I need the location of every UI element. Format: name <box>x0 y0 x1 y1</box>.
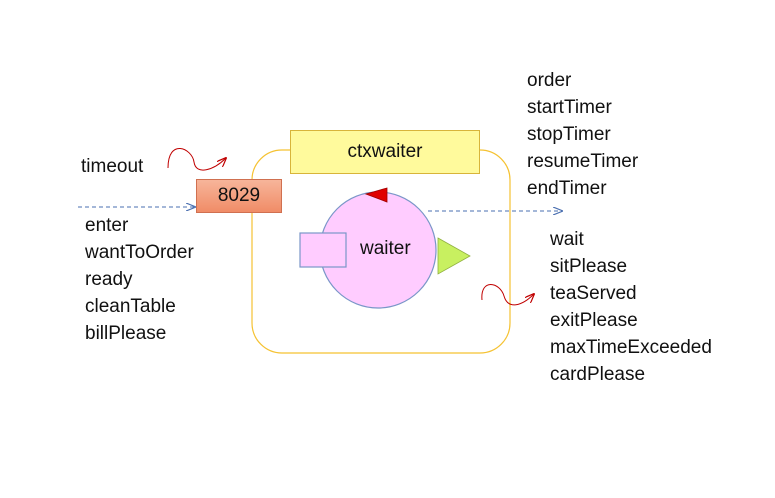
timeout-label: timeout <box>81 156 144 177</box>
actor-name: waiter <box>360 238 411 259</box>
output-messages-list: wait sitPlease teaServed exitPlease maxT… <box>550 226 712 388</box>
output-message: maxTimeExceeded <box>550 337 712 358</box>
output-wave-arrow <box>481 284 534 306</box>
input-message: wantToOrder <box>85 242 194 263</box>
input-message: cleanTable <box>85 296 176 317</box>
red-marker-icon <box>364 187 388 203</box>
port-label: 8029 <box>217 185 261 206</box>
emitted-message: stopTimer <box>527 124 611 145</box>
context-name-box: ctxwaiter <box>290 130 480 174</box>
context-name: ctxwaiter <box>347 141 423 162</box>
output-message: teaServed <box>550 283 637 304</box>
output-message: wait <box>550 229 584 250</box>
port-box: 8029 <box>196 179 282 213</box>
actor-queue-square <box>299 232 347 268</box>
timeout-wave-arrow <box>167 148 226 171</box>
emitted-message: startTimer <box>527 97 612 118</box>
emitted-message: resumeTimer <box>527 151 639 172</box>
input-message: ready <box>85 269 133 290</box>
output-message: exitPlease <box>550 310 638 331</box>
output-message: cardPlease <box>550 364 646 385</box>
output-message: sitPlease <box>550 256 628 277</box>
emitted-message: endTimer <box>527 178 607 199</box>
input-messages-list: enter wantToOrder ready cleanTable billP… <box>85 212 194 347</box>
green-marker-icon <box>437 237 471 275</box>
emitted-messages-list: order startTimer stopTimer resumeTimer e… <box>527 67 638 202</box>
emitted-message: order <box>527 70 572 91</box>
input-message: enter <box>85 215 129 236</box>
input-message: billPlease <box>85 323 167 344</box>
